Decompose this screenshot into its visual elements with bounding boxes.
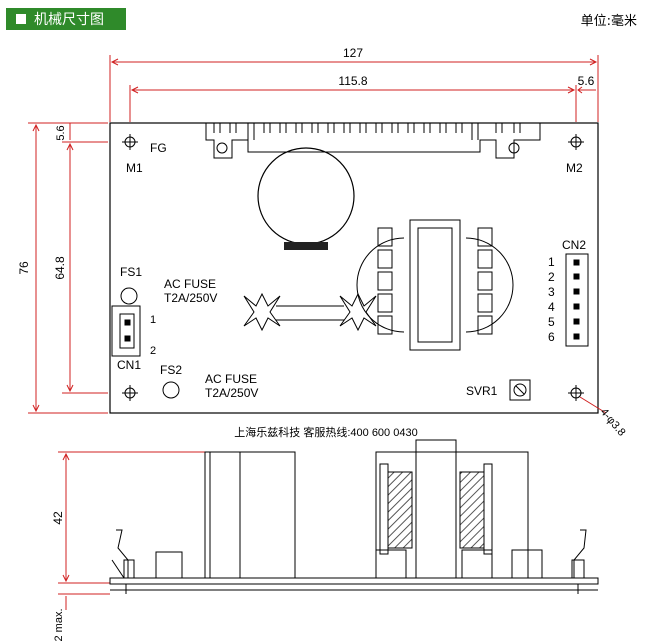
hole-leader-line (579, 396, 607, 414)
capacitor (257, 147, 355, 250)
fuse-fs2 (162, 381, 180, 399)
label-cn1-pin2: 2 (150, 345, 156, 357)
dim-overall-height: 76 (17, 261, 31, 275)
label-fg: FG (150, 141, 167, 155)
label-fs1: FS1 (120, 265, 142, 279)
potentiometer-svr1 (509, 379, 531, 401)
dim-hole-offset-top: 5.6 (55, 125, 67, 140)
mounting-hole-bottom-left (122, 385, 138, 401)
mounting-hole-m2 (568, 134, 584, 150)
unit-label: 单位:毫米 (580, 14, 637, 29)
label-m1: M1 (126, 161, 143, 175)
label-ac-fuse-2: AC FUSE (205, 372, 257, 386)
cn2-pin-4: 4 (548, 300, 555, 314)
title-badge: 机械尺寸图 (6, 8, 126, 30)
label-fs2: FS2 (160, 363, 182, 377)
dim-side-height: 42 (51, 511, 65, 525)
dim-overall-width: 127 (343, 46, 363, 60)
dim-hole-spacing: 115.8 (338, 74, 367, 88)
label-cn2: CN2 (562, 238, 586, 252)
top-dimensions (109, 55, 599, 122)
left-dimensions (28, 122, 108, 414)
company-hotline: 上海乐兹科技 客服热线:400 600 0430 (234, 425, 417, 439)
label-ac-fuse-1: AC FUSE (164, 277, 216, 291)
connector-cn2 (565, 253, 589, 347)
label-m2: M2 (566, 161, 583, 175)
mounting-hole-bottom-right (568, 385, 584, 401)
cn2-pin-3: 3 (548, 285, 555, 299)
diode-heatsink (243, 292, 377, 332)
fuse-fs1 (120, 287, 138, 305)
dim-hole-diameter: 4-φ3.8 (598, 406, 628, 438)
label-svr1: SVR1 (466, 384, 498, 398)
cn2-pin-6: 6 (548, 330, 555, 344)
label-cn1: CN1 (117, 358, 141, 372)
label-fuse-rating-1: T2A/250V (164, 291, 217, 305)
mounting-hole-m1 (122, 134, 138, 150)
side-dimensions (58, 451, 205, 610)
side-view (109, 439, 599, 594)
dim-hole-vertical-spacing: 64.8 (53, 256, 67, 280)
dim-hole-offset-right: 5.6 (578, 74, 595, 88)
label-fuse-rating-2: T2A/250V (205, 386, 258, 400)
page-title: 机械尺寸图 (34, 12, 104, 28)
pcb-outline (109, 122, 599, 414)
connector-cn1 (111, 305, 141, 357)
dim-side-clearance: 2 max. (53, 608, 65, 641)
title-square-icon (16, 14, 26, 24)
heatsink-top (205, 123, 541, 159)
transformer (356, 219, 514, 351)
label-cn1-pin1: 1 (150, 314, 156, 326)
cn2-pin-5: 5 (548, 315, 555, 329)
cn2-pin-1: 1 (548, 255, 555, 269)
cn2-pin-2: 2 (548, 270, 555, 284)
